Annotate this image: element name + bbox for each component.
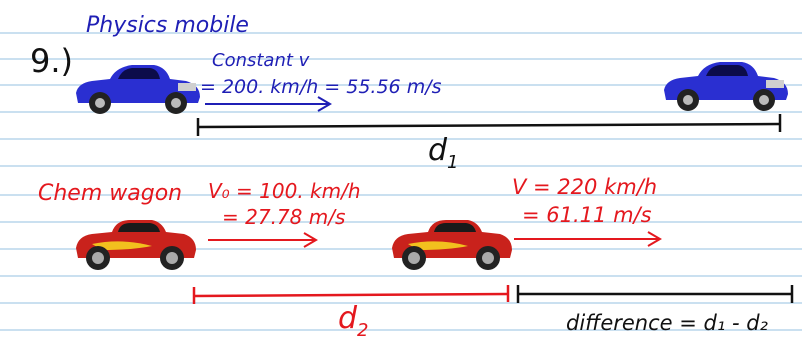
d1-span: [196, 114, 782, 136]
d2-subscript: 2: [357, 320, 368, 341]
physics-mobile-car-end: [664, 62, 788, 111]
d2-span: [192, 285, 510, 304]
final-velocity-value: = 61.11 m/s: [522, 203, 652, 227]
chem-wagon-car-start: [76, 220, 196, 270]
initial-velocity-arrow: [208, 232, 318, 248]
constant-velocity-label: Constant v: [212, 50, 310, 71]
d2-label: d2: [338, 301, 369, 341]
difference-equation: difference = d₁ - d₂: [566, 311, 769, 335]
d2-letter: d: [338, 301, 358, 336]
physics-mobile-car-start: [76, 65, 200, 114]
initial-velocity-value: = 27.78 m/s: [222, 205, 345, 229]
initial-velocity-label: V₀ = 100. km/h: [208, 179, 361, 203]
final-velocity-arrow: [514, 231, 662, 247]
chem-wagon-label: Chem wagon: [38, 181, 182, 206]
difference-span: [516, 285, 794, 303]
d1-subscript: 1: [447, 152, 458, 173]
constant-velocity-value: = 200. km/h = 55.56 m/s: [200, 76, 442, 98]
physics-mobile-label: Physics mobile: [86, 13, 249, 38]
physics-mobile-arrow: [205, 96, 332, 112]
final-velocity-label: V = 220 km/h: [512, 175, 657, 199]
problem-number: 9.): [30, 42, 73, 80]
d1-letter: d: [428, 133, 448, 168]
d1-label: d1: [428, 133, 459, 173]
chem-wagon-car-end: [392, 220, 512, 270]
